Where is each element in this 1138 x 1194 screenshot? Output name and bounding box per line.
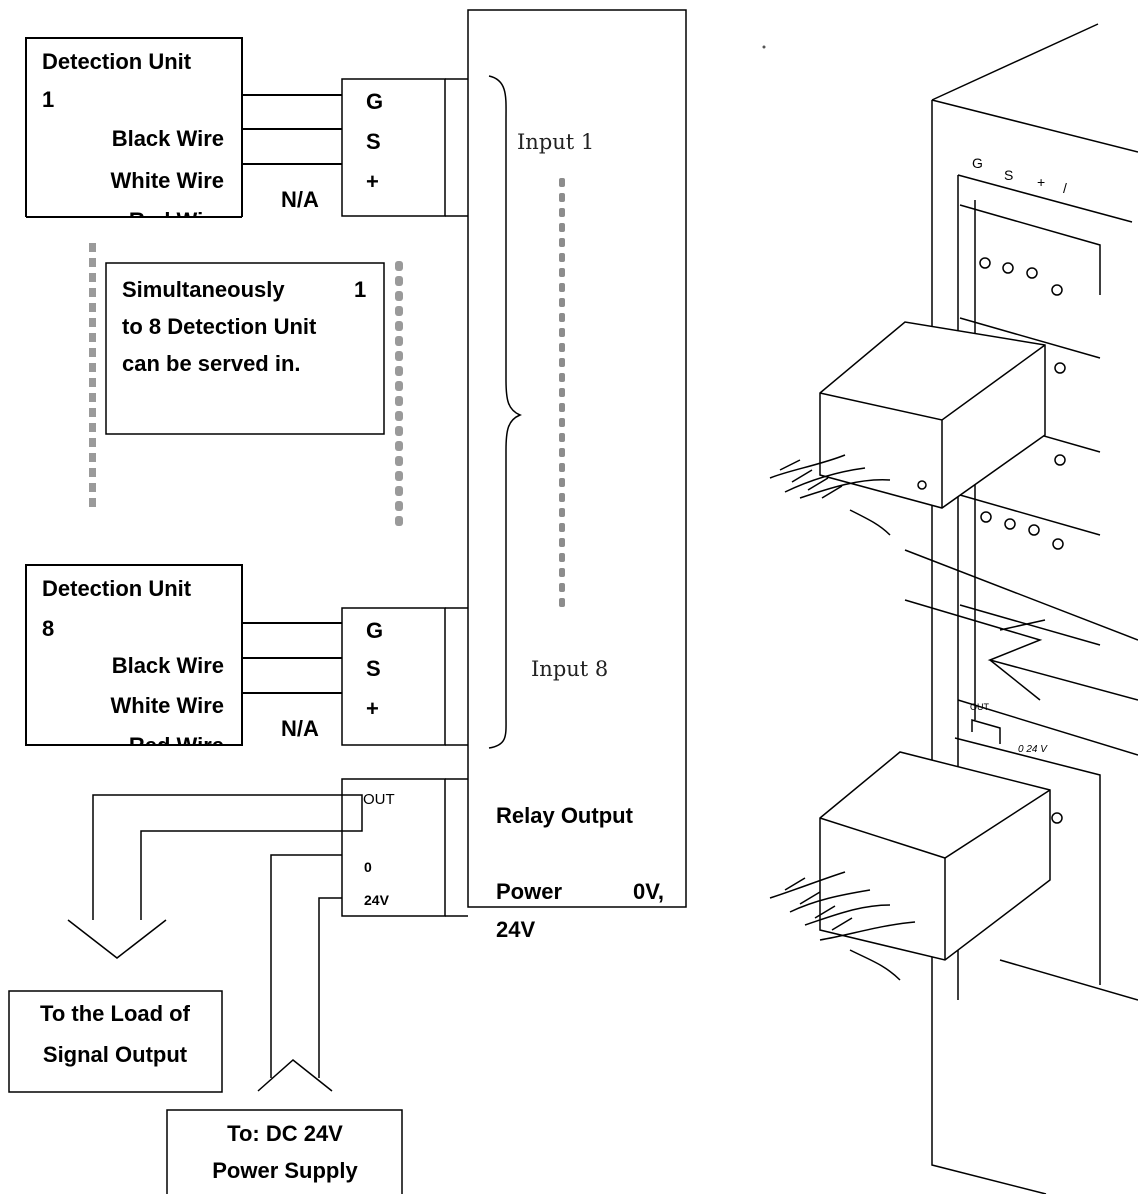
terminal-block-8: G S + N/A <box>281 607 468 746</box>
terminal-1-s: S <box>366 129 381 154</box>
note-line-1-number: 1 <box>354 277 366 302</box>
unit-1-white-wire-label: White Wire <box>111 168 224 193</box>
unit-8-wires <box>242 622 342 694</box>
unit-8-white-wire-label: White Wire <box>111 693 224 718</box>
sketch-header-g: G <box>972 155 983 171</box>
unit-8-na-label: N/A <box>281 716 319 741</box>
terminal-8-g: G <box>366 618 383 643</box>
unit-1-na-label: N/A <box>281 187 319 212</box>
detection-unit-8: Detection Unit 8 Black Wire White Wire R… <box>20 564 250 766</box>
supply-box: To: DC 24V Power Supply <box>166 1109 403 1194</box>
sketch-power-label: 0 24 V <box>1018 744 1048 755</box>
break-lines <box>904 549 1138 701</box>
sketch-header-slash: / <box>1063 180 1067 196</box>
connector-2 <box>769 751 1051 981</box>
device-sketch: G S + / <box>762 23 1138 1194</box>
output-24v-label: 24V <box>364 892 390 908</box>
terminal-8-plus: + <box>366 696 379 721</box>
supply-box-line-2: Power Supply <box>212 1158 358 1183</box>
sketch-out-label: OUT <box>970 702 990 712</box>
supply-wires <box>257 854 342 1092</box>
load-wires <box>67 794 350 959</box>
input-8-label: Input 8 <box>531 657 608 681</box>
note-line-2: to 8 Detection Unit <box>122 314 317 339</box>
note-box: Simultaneously 1 to 8 Detection Unit can… <box>105 262 385 435</box>
input-dotted-column <box>559 178 565 607</box>
sketch-header-plus: + <box>1037 174 1045 190</box>
power-24v-label: 24V <box>496 917 535 942</box>
supply-box-line-1: To: DC 24V <box>227 1121 343 1146</box>
unit-8-black-wire-label: Black Wire <box>112 653 224 678</box>
output-zero-label: 0 <box>364 859 372 875</box>
dotted-column-left <box>89 243 96 507</box>
detection-unit-1-number: 1 <box>42 87 54 112</box>
output-terminal-block: OUT 0 24V <box>341 778 468 917</box>
sketch-header-s: S <box>1004 167 1013 183</box>
detection-unit-1-title: Detection Unit <box>42 49 192 74</box>
input-1-label: Input 1 <box>517 130 594 154</box>
note-line-1: Simultaneously <box>122 277 285 302</box>
note-line-3: can be served in. <box>122 351 301 376</box>
terminal-8-s: S <box>366 656 381 681</box>
relay-output-label: Relay Output <box>496 803 634 828</box>
detection-unit-8-title: Detection Unit <box>42 576 192 601</box>
power-values-label: 0V, <box>633 879 664 904</box>
dotted-column-right <box>395 261 403 526</box>
load-box-line-2: Signal Output <box>43 1042 188 1067</box>
terminal-1-g: G <box>366 89 383 114</box>
terminal-block-1: G S + N/A <box>281 78 468 217</box>
load-box-line-1: To the Load of <box>40 1001 191 1026</box>
detection-unit-8-number: 8 <box>42 616 54 641</box>
power-label: Power <box>496 879 562 904</box>
terminal-1-plus: + <box>366 169 379 194</box>
detection-unit-1: Detection Unit 1 Black Wire White Wire R… <box>20 37 250 238</box>
output-out-label: OUT <box>363 791 395 808</box>
unit-1-black-wire-label: Black Wire <box>112 126 224 151</box>
connector-1 <box>769 321 1046 536</box>
load-box: To the Load of Signal Output <box>8 990 223 1093</box>
main-panel: Input 1 Input 8 Relay Output Power 0V, 2… <box>467 9 687 942</box>
unit-1-wires <box>242 94 342 165</box>
